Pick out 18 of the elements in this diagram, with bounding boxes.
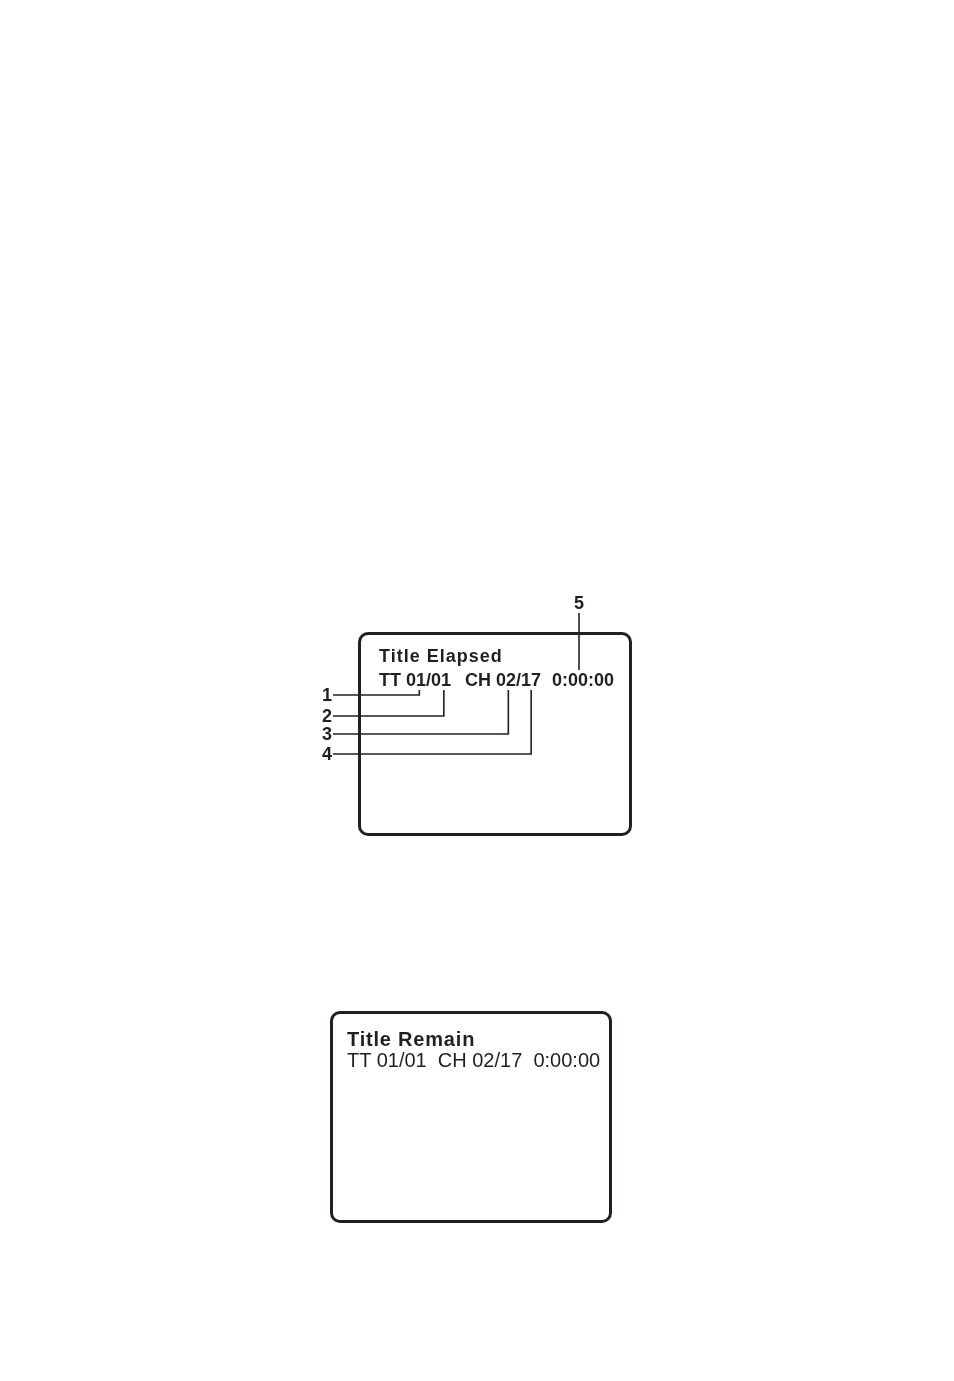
callout-number: 5 [574, 594, 584, 612]
screen-display [358, 632, 632, 836]
leader-line [332, 689, 445, 717]
leader-line [332, 689, 421, 696]
callout-number: 1 [322, 686, 332, 704]
leader-line [332, 689, 532, 755]
screen-display [330, 1011, 612, 1223]
leader-line [578, 612, 580, 671]
screen-heading: Title Elapsed [379, 647, 503, 665]
time-text: 0:00:00 [552, 671, 615, 689]
callout-number: 3 [322, 725, 332, 743]
title-count-text: TT 01/01 [379, 671, 452, 689]
screen-heading: Title Remain [347, 1029, 476, 1049]
callout-number: 4 [322, 745, 332, 763]
status-text: TT 01/01 CH 02/17 0:00:00 [347, 1050, 601, 1070]
chapter-count-text: CH 02/17 [465, 671, 542, 689]
callout-number: 2 [322, 707, 332, 725]
leader-line [332, 689, 510, 735]
